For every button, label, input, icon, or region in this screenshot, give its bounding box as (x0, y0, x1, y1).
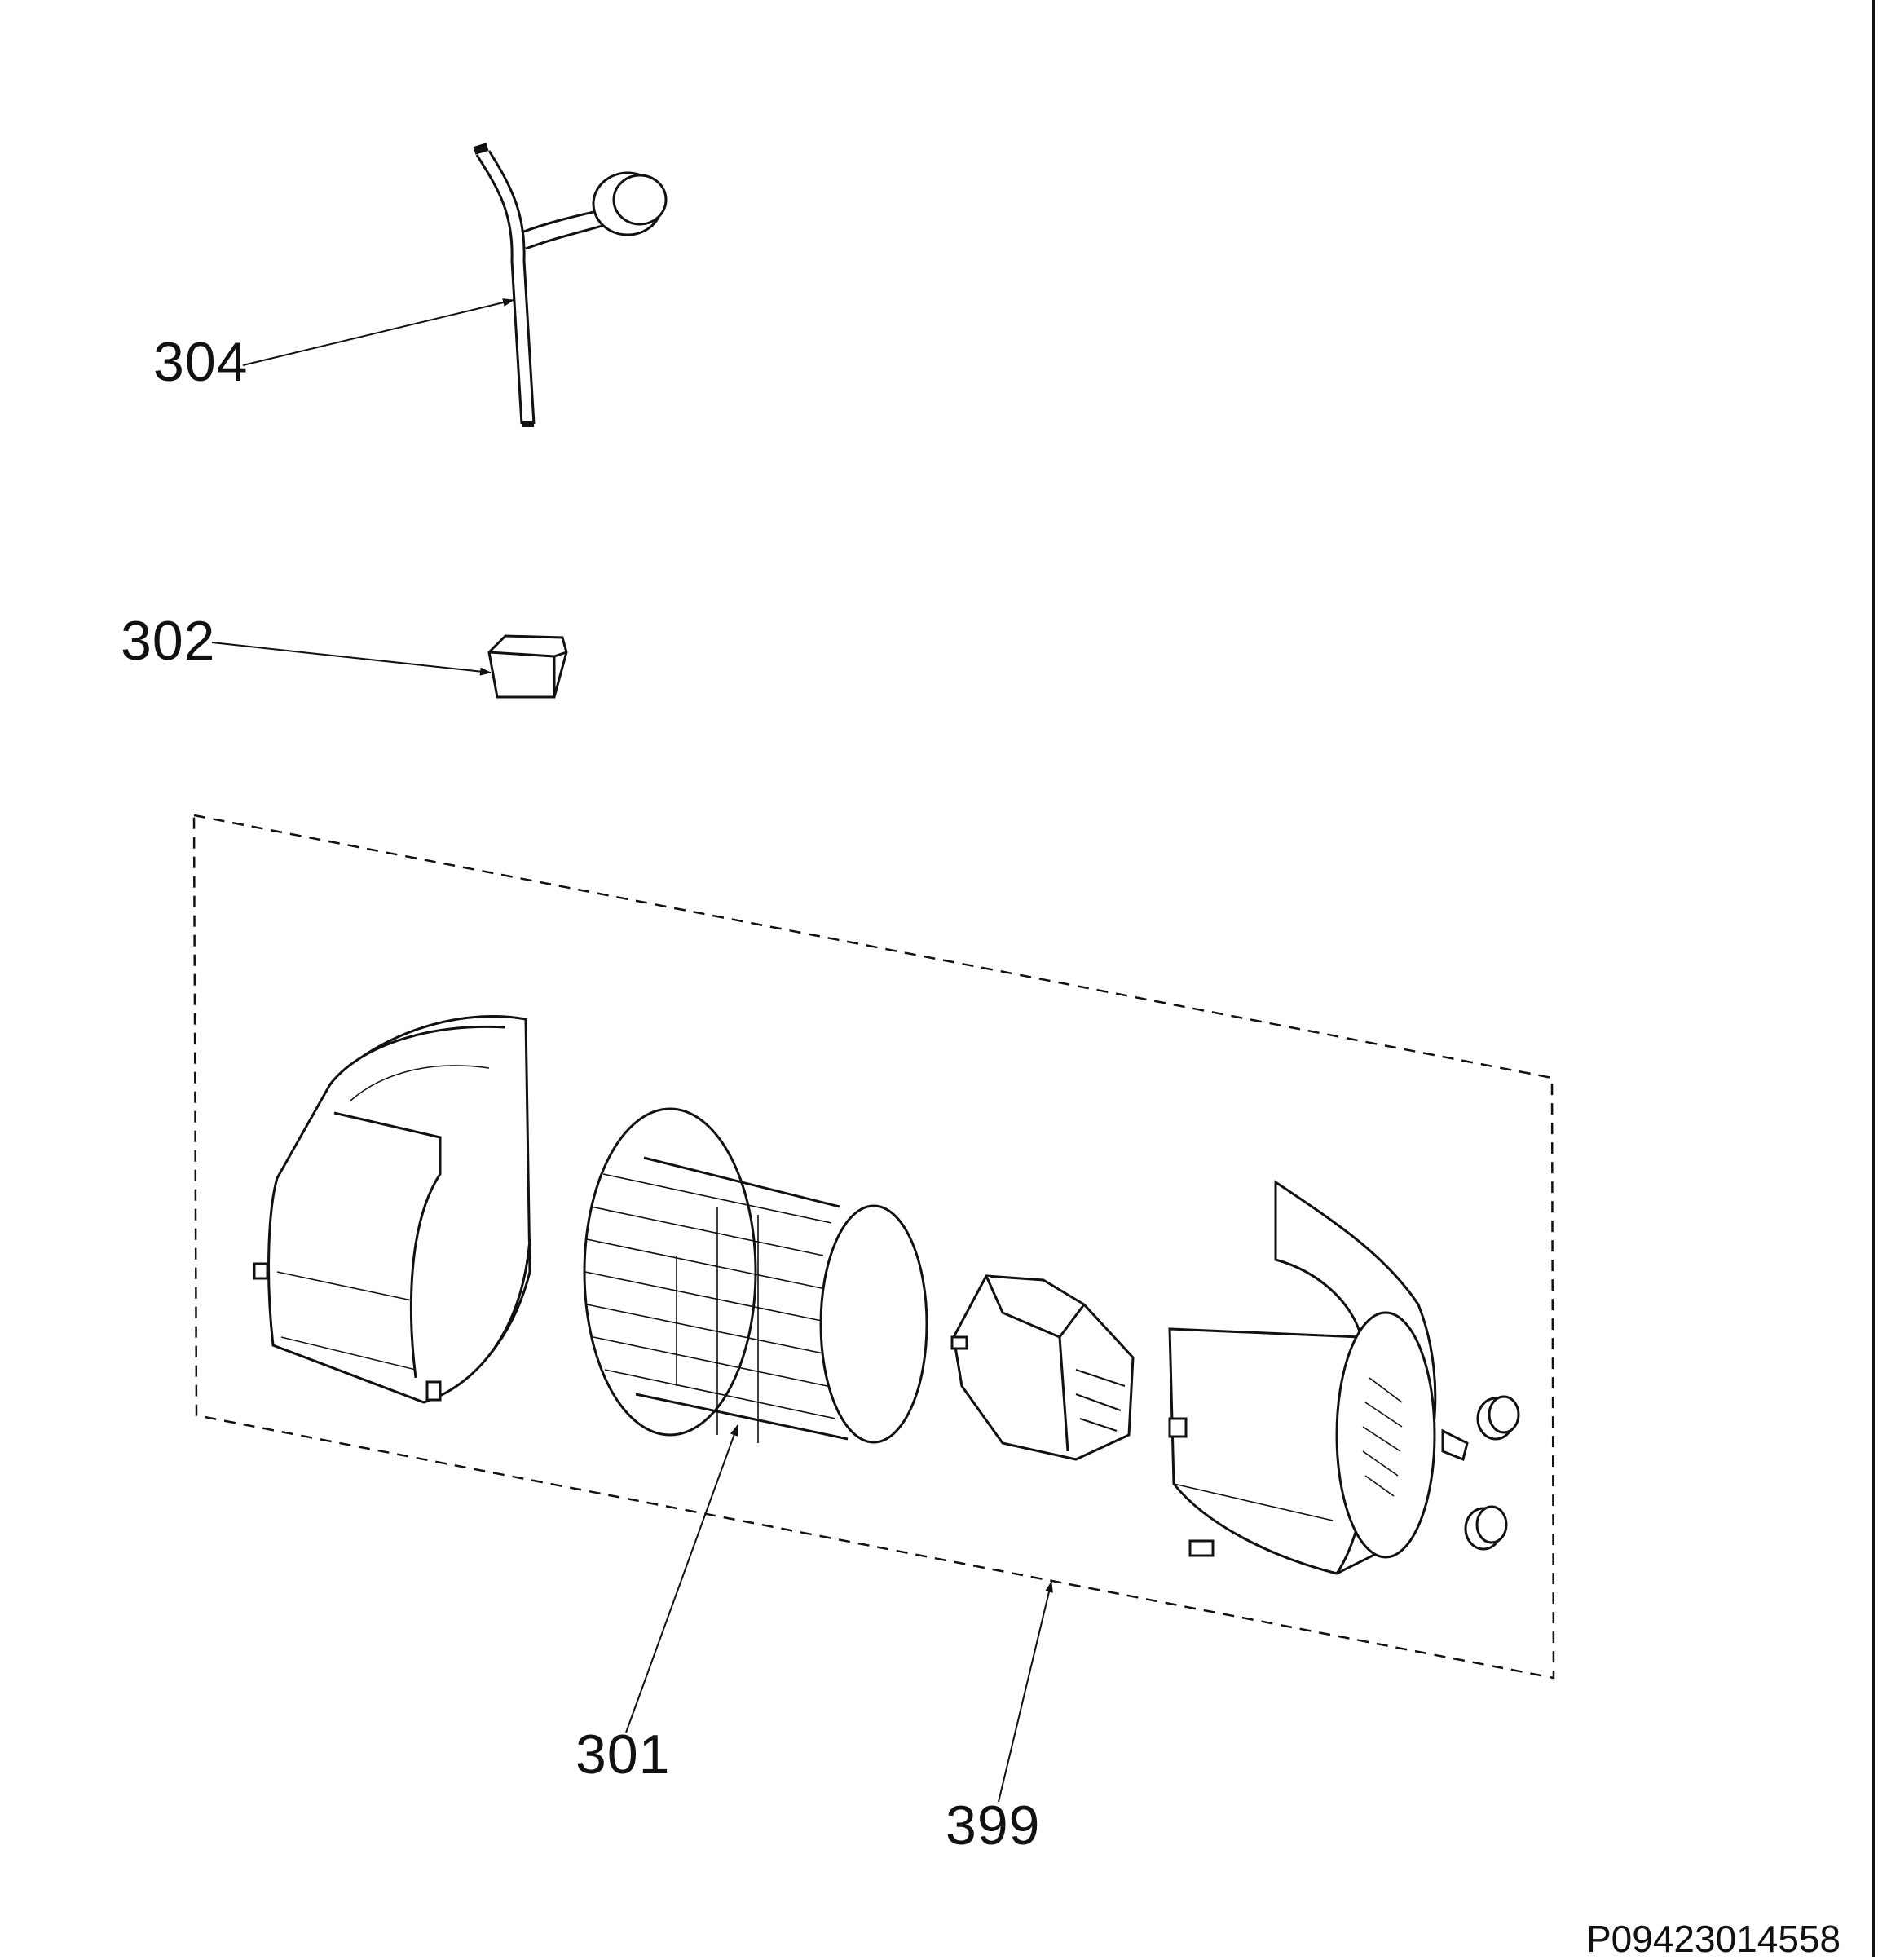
left-scroll-housing (253, 1015, 531, 1404)
leader-302 (211, 642, 492, 676)
leader-304 (242, 298, 514, 366)
part-301-blower-wheel (583, 1107, 928, 1444)
leader-lines (211, 298, 1053, 1803)
plugs (1464, 1395, 1520, 1551)
callout-399: 399 (946, 1794, 1041, 1856)
part-304-harness (473, 143, 668, 427)
part-302-connector (487, 634, 568, 699)
callout-301: 301 (575, 1724, 671, 1786)
assembly-boundary-dashed (192, 814, 1555, 1680)
leader-399 (998, 1581, 1053, 1803)
document-id: P09423014558 (1586, 1918, 1841, 1960)
page-border-right (1872, 0, 1875, 1957)
callout-302: 302 (121, 610, 216, 672)
motor (950, 1274, 1135, 1461)
right-housing (1168, 1180, 1469, 1575)
leader-301 (625, 1424, 738, 1733)
callout-304: 304 (153, 331, 249, 393)
